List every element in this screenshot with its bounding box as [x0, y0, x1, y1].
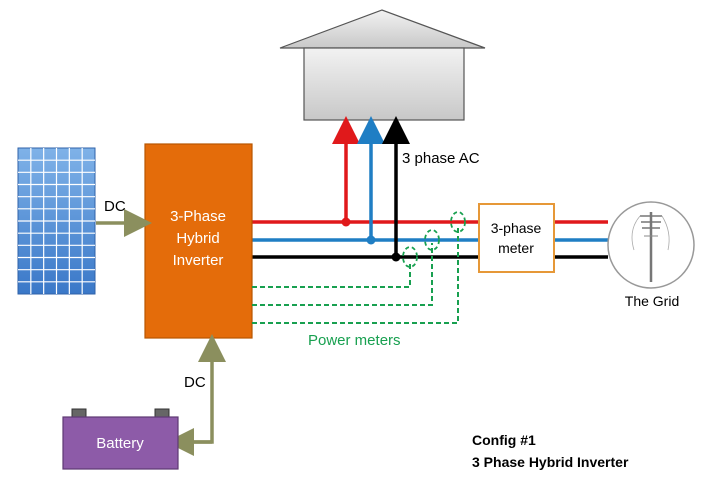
solar-panel-icon [17, 147, 96, 295]
meter-label-line2: meter [498, 240, 534, 256]
power-meters-label: Power meters [308, 332, 401, 349]
inverter-label-line1: 3-Phase [170, 208, 226, 225]
dc-solar-label: DC [104, 198, 126, 215]
config-subtitle: 3 Phase Hybrid Inverter [472, 454, 629, 470]
power-meter-wiring [252, 225, 459, 324]
meter-label-line1: 3-phase [491, 220, 542, 236]
battery-icon [62, 408, 179, 470]
meter-box [478, 203, 555, 273]
current-clamp-icons [402, 211, 466, 268]
inverter-label-line2: Hybrid [176, 230, 219, 247]
inverter-label-line3: Inverter [173, 252, 224, 269]
battery-label: Battery [96, 435, 144, 452]
ac-label: 3 phase AC [402, 150, 480, 167]
dc-battery-arrow [166, 334, 226, 456]
utility-pole-icon [607, 201, 695, 289]
house-icon [279, 9, 486, 121]
dc-battery-label: DC [184, 374, 206, 391]
grid-label: The Grid [625, 293, 679, 309]
ac-feed-to-house [332, 116, 410, 262]
config-title: Config #1 [472, 432, 536, 448]
